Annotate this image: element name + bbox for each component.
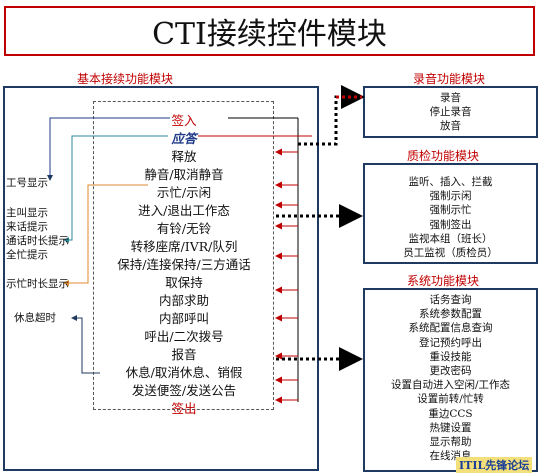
item-busy-idle: 示忙/示闲 xyxy=(156,185,212,200)
rec-item: 停止录音 xyxy=(429,106,472,119)
sys-item: 设置前转/忙转 xyxy=(417,393,484,406)
item-hold: 保持/连接保持/三方通话 xyxy=(117,257,251,272)
qc-list: 监听、插入、拦截 强制示闲 强制示忙 强制签出 监视本组（班长） 员工监视（质检… xyxy=(363,175,538,260)
item-sign-out: 签出 xyxy=(171,401,197,416)
basic-module-title: 基本接续功能模块 xyxy=(77,72,174,86)
watermark-label: ITIL先锋论坛 xyxy=(456,457,533,473)
label-busy-duration: 示忙时长显示 xyxy=(6,278,69,290)
label-agent-id: 工号显示 xyxy=(6,177,48,189)
item-release: 释放 xyxy=(171,149,197,164)
item-ring: 有铃/无铃 xyxy=(156,221,212,236)
label-caller-id: 主叫显示 xyxy=(6,207,48,219)
item-internal-call: 内部呼叫 xyxy=(158,311,209,326)
item-unhold: 取保持 xyxy=(165,275,203,290)
sys-item: 重边CCS xyxy=(428,407,473,420)
item-sign-in: 签入 xyxy=(171,113,197,128)
sys-item: 登记预约呼出 xyxy=(419,336,482,349)
rec-item: 放音 xyxy=(440,120,461,133)
recording-list: 录音 停止录音 放音 xyxy=(363,91,538,134)
item-internal-help: 内部求助 xyxy=(158,293,209,308)
qc-item: 监视本组（班长） xyxy=(408,232,493,245)
rec-item: 录音 xyxy=(440,92,461,104)
label-all-busy: 全忙提示 xyxy=(6,249,48,261)
item-mute: 静音/取消静音 xyxy=(144,167,224,182)
item-answer: 应答 xyxy=(171,131,197,146)
sys-item: 系统配置信息查询 xyxy=(408,322,493,335)
sys-item: 重设技能 xyxy=(429,350,472,363)
label-duration: 通话时长提示 xyxy=(6,235,69,247)
qc-module-title: 质检功能模块 xyxy=(407,149,480,163)
recording-module-panel xyxy=(363,86,538,138)
sys-item: 系统参数配置 xyxy=(419,308,482,321)
sys-item: 设置自动进入空闲/工作态 xyxy=(390,379,511,392)
basic-module-panel xyxy=(3,86,319,471)
label-incoming: 来话提示 xyxy=(6,221,48,233)
item-dial-out: 呼出/二次拨号 xyxy=(144,329,224,344)
qc-item: 强制示忙 xyxy=(429,204,472,217)
qc-item: 监听、插入、拦截 xyxy=(408,176,493,188)
page-title: CTI接续控件模块 xyxy=(4,6,535,56)
qc-item: 员工监视（质检员） xyxy=(403,247,498,260)
sys-item: 热键设置 xyxy=(429,421,472,434)
qc-item: 强制签出 xyxy=(429,218,472,231)
system-list: 话务查询 系统参数配置 系统配置信息查询 登记预约呼出 重设技能 更改密码 设置… xyxy=(363,293,538,463)
system-module-title: 系统功能模块 xyxy=(407,274,480,288)
qc-module-panel xyxy=(363,163,538,264)
recording-module-title: 录音功能模块 xyxy=(413,72,486,86)
item-announce: 报音 xyxy=(171,347,197,362)
label-caller-group: 主叫显示 来话提示 通话时长提示 全忙提示 xyxy=(6,206,69,262)
item-transfer: 转移座席/IVR/队列 xyxy=(130,239,238,254)
sys-item: 更改密码 xyxy=(429,365,472,378)
system-module-panel xyxy=(363,288,538,472)
item-work-state: 进入/退出工作态 xyxy=(138,203,230,218)
sys-item: 显示帮助 xyxy=(429,436,472,449)
qc-item: 强制示闲 xyxy=(429,190,472,203)
basic-items-dashed-box xyxy=(93,101,274,410)
sys-item: 话务查询 xyxy=(429,294,472,306)
label-rest-timeout: 休息超时 xyxy=(14,312,56,324)
item-notice: 发送便签/发送公告 xyxy=(131,383,237,398)
item-rest: 休息/取消休息、销假 xyxy=(125,365,243,380)
